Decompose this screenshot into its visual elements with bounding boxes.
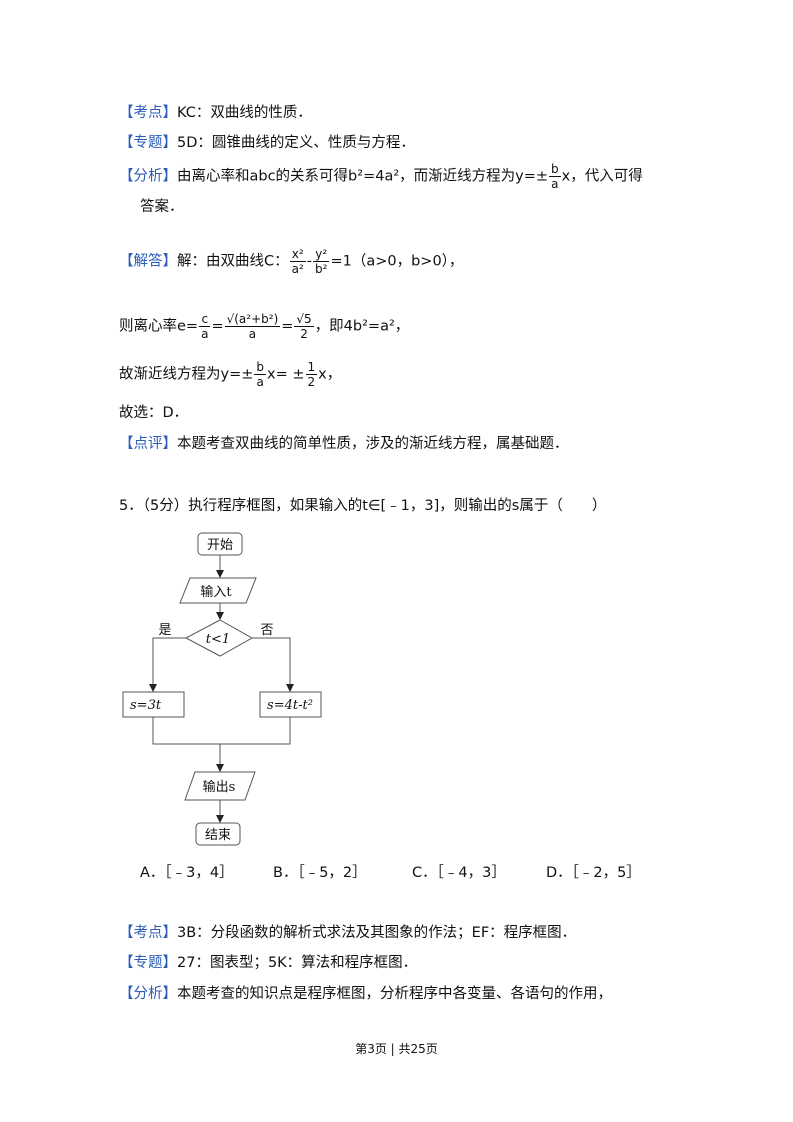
option-b: B．［﹣5，2］ bbox=[273, 865, 367, 881]
num: x² bbox=[289, 247, 306, 262]
label: 【分析】 bbox=[119, 986, 177, 1002]
kaodian-line: 【考点】KC：双曲线的性质． bbox=[119, 103, 312, 123]
text: 27：图表型；5K：算法和程序框图． bbox=[177, 955, 418, 971]
num: √(a²+b²) bbox=[224, 312, 281, 327]
label: 【点评】 bbox=[119, 436, 177, 452]
kaodian-line-2: 【考点】3B：分段函数的解析式求法及其图象的作法；EF：程序框图． bbox=[119, 923, 576, 943]
no-label: 否 bbox=[260, 623, 273, 638]
page-footer: 第3页 | 共25页 bbox=[355, 1042, 438, 1056]
text: 由离心率和abc的关系可得b²=4a²，而渐近线方程为y=± bbox=[177, 168, 549, 185]
text: 5D：圆锥曲线的定义、性质与方程． bbox=[177, 135, 415, 151]
text: x，代入可得 bbox=[561, 168, 643, 185]
den: a bbox=[256, 375, 264, 389]
text: x， bbox=[318, 366, 342, 383]
text: 本题考查双曲线的简单性质，涉及的渐近线方程，属基础题． bbox=[177, 436, 569, 452]
arrow bbox=[149, 637, 186, 692]
output-node bbox=[184, 771, 256, 801]
num: b bbox=[549, 162, 561, 177]
num: √5 bbox=[294, 312, 314, 327]
num: 1 bbox=[305, 360, 318, 375]
op: = bbox=[281, 318, 294, 335]
zhuanti-line-2: 【专题】27：图表型；5K：算法和程序框图． bbox=[119, 953, 417, 973]
text: 故渐近线方程为y=± bbox=[119, 366, 254, 383]
label: 【专题】 bbox=[119, 955, 177, 971]
option-a: A．［﹣3，4］ bbox=[140, 865, 234, 881]
fraction: √(a²+b²)a bbox=[224, 312, 281, 341]
den: 2 bbox=[300, 327, 308, 341]
end-label: 结束 bbox=[205, 828, 231, 843]
text: 本题考查的知识点是程序框图，分析程序中各变量、各语句的作用， bbox=[177, 986, 612, 1002]
op: = bbox=[211, 318, 224, 335]
den: b² bbox=[315, 262, 328, 276]
question-text: 5．（5分）执行程序框图，如果输入的t∈[﹣1，3]，则输出的s属于（ ） bbox=[119, 498, 607, 514]
num: c bbox=[199, 312, 211, 327]
den: 2 bbox=[307, 375, 316, 389]
answer-line: 故选：D． bbox=[119, 405, 189, 421]
den: a bbox=[551, 177, 559, 191]
num: y² bbox=[313, 247, 330, 262]
text: 则离心率e= bbox=[119, 318, 199, 335]
dianping-line: 【点评】本题考查双曲线的简单性质，涉及的渐近线方程，属基础题． bbox=[119, 434, 569, 454]
label: 【考点】 bbox=[119, 925, 177, 941]
fenxi-cont: 答案． bbox=[140, 199, 184, 215]
den: a bbox=[201, 327, 209, 341]
output-label: 输出s bbox=[203, 779, 236, 795]
input-node bbox=[179, 577, 257, 604]
end-node bbox=[195, 822, 241, 846]
den: a bbox=[248, 327, 257, 341]
label: 【考点】 bbox=[119, 105, 177, 121]
input-label: 输入t bbox=[200, 584, 232, 600]
yes-label: 是 bbox=[158, 623, 171, 638]
start-label: 开始 bbox=[207, 538, 233, 553]
decision-node bbox=[184, 619, 254, 657]
label: 【分析】 bbox=[119, 168, 177, 185]
text: =1（a>0，b>0）， bbox=[330, 253, 464, 270]
option-c: C．［﹣4，3］ bbox=[412, 865, 506, 881]
left-label: s=3t bbox=[130, 698, 162, 713]
arrow bbox=[252, 637, 294, 692]
text: KC：双曲线的性质． bbox=[177, 105, 312, 121]
label: 【专题】 bbox=[119, 135, 177, 151]
right-label: s=4t-t² bbox=[267, 698, 313, 713]
den: a² bbox=[291, 262, 304, 276]
num: b bbox=[254, 360, 267, 375]
text: 解：由双曲线C： bbox=[177, 253, 289, 270]
condition-label: t<1 bbox=[206, 632, 230, 647]
fenxi-line-2: 【分析】本题考查的知识点是程序框图，分析程序中各变量、各语句的作用， bbox=[119, 984, 612, 1004]
op: - bbox=[306, 253, 313, 270]
text: ，即4b²=a²， bbox=[314, 318, 410, 335]
merge-line bbox=[152, 717, 291, 745]
text: 3B：分段函数的解析式求法及其图象的作法；EF：程序框图． bbox=[177, 925, 577, 941]
text: x= ± bbox=[267, 366, 305, 383]
label: 【解答】 bbox=[119, 253, 177, 270]
option-d: D．［﹣2，5］ bbox=[546, 865, 641, 881]
zhuanti-line: 【专题】5D：圆锥曲线的定义、性质与方程． bbox=[119, 133, 415, 153]
